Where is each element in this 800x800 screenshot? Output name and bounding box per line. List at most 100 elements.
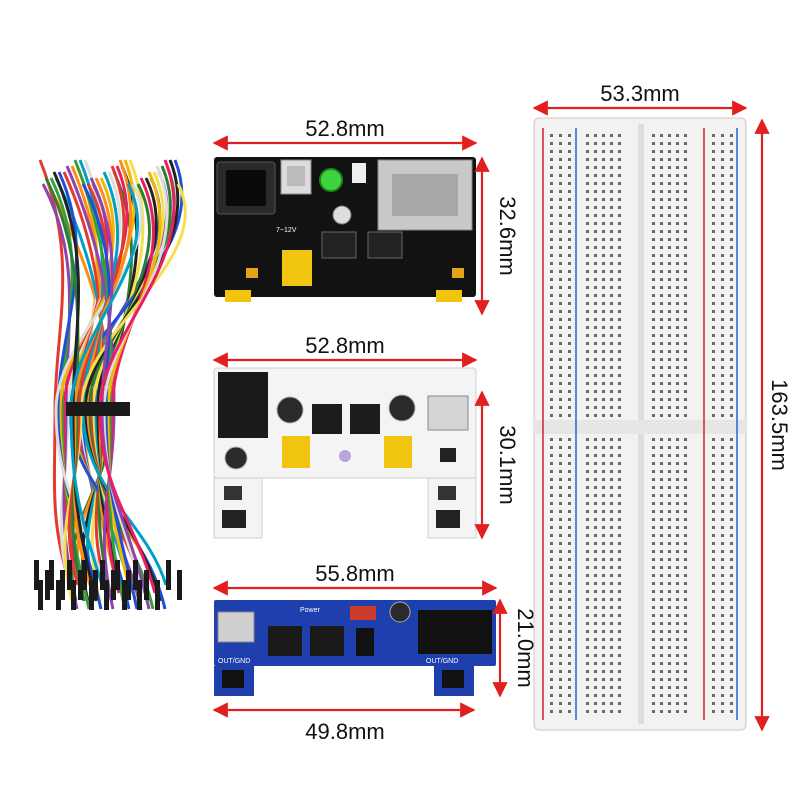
breadboard-hole	[712, 310, 715, 313]
breadboard-hole	[594, 310, 597, 313]
breadboard-hole	[730, 654, 733, 657]
breadboard-hole	[712, 710, 715, 713]
breadboard-hole	[712, 534, 715, 537]
breadboard-hole	[550, 286, 553, 289]
breadboard-hole	[660, 406, 663, 409]
breadboard-hole	[730, 278, 733, 281]
breadboard-hole	[684, 614, 687, 617]
breadboard-hole	[712, 470, 715, 473]
black-power-module: 7~12V	[214, 157, 476, 313]
breadboard-hole	[568, 414, 571, 417]
breadboard-hole	[586, 326, 589, 329]
breadboard-hole	[684, 278, 687, 281]
breadboard-hole	[660, 190, 663, 193]
breadboard-hole	[610, 542, 613, 545]
breadboard-hole	[721, 662, 724, 665]
breadboard-hole	[568, 222, 571, 225]
breadboard-hole	[684, 310, 687, 313]
breadboard-hole	[721, 342, 724, 345]
breadboard-hole	[730, 542, 733, 545]
breadboard-hole	[594, 590, 597, 593]
breadboard-hole	[586, 686, 589, 689]
breadboard-hole	[660, 574, 663, 577]
breadboard-hole	[594, 518, 597, 521]
breadboard-hole	[730, 174, 733, 177]
breadboard-hole	[559, 582, 562, 585]
breadboard-hole	[668, 678, 671, 681]
breadboard-hole	[550, 590, 553, 593]
breadboard-hole	[712, 342, 715, 345]
breadboard-hole	[602, 142, 605, 145]
breadboard-hole	[618, 142, 621, 145]
breadboard-hole	[712, 550, 715, 553]
breadboard-hole	[568, 710, 571, 713]
breadboard-hole	[684, 374, 687, 377]
breadboard-hole	[668, 142, 671, 145]
breadboard-hole	[730, 262, 733, 265]
breadboard-hole	[730, 574, 733, 577]
breadboard-hole	[712, 246, 715, 249]
breadboard-hole	[618, 494, 621, 497]
breadboard-hole	[660, 438, 663, 441]
breadboard-hole	[730, 190, 733, 193]
breadboard-hole	[602, 534, 605, 537]
breadboard-hole	[602, 446, 605, 449]
breadboard-holes	[550, 134, 733, 713]
breadboard-hole	[559, 574, 562, 577]
breadboard-hole	[730, 206, 733, 209]
breadboard-hole	[652, 438, 655, 441]
breadboard-hole	[568, 302, 571, 305]
breadboard-hole	[712, 318, 715, 321]
breadboard-hole	[712, 590, 715, 593]
breadboard-hole	[676, 582, 679, 585]
breadboard-hole	[660, 694, 663, 697]
breadboard-hole	[712, 134, 715, 137]
breadboard-hole	[610, 198, 613, 201]
breadboard-hole	[730, 446, 733, 449]
breadboard-hole	[652, 566, 655, 569]
breadboard-hole	[668, 294, 671, 297]
breadboard-hole	[712, 278, 715, 281]
breadboard-hole	[668, 566, 671, 569]
breadboard-hole	[676, 598, 679, 601]
breadboard-hole	[602, 206, 605, 209]
breadboard-hole	[660, 670, 663, 673]
breadboard-hole	[668, 366, 671, 369]
breadboard-hole	[668, 286, 671, 289]
breadboard-hole	[610, 398, 613, 401]
breadboard-hole	[602, 294, 605, 297]
breadboard-hole	[610, 302, 613, 305]
breadboard-hole	[721, 278, 724, 281]
breadboard-hole	[568, 486, 571, 489]
breadboard-hole	[684, 398, 687, 401]
breadboard-hole	[594, 462, 597, 465]
breadboard-hole	[660, 686, 663, 689]
breadboard-hole	[594, 526, 597, 529]
breadboard-hole	[586, 134, 589, 137]
breadboard-hole	[610, 310, 613, 313]
breadboard-hole	[618, 454, 621, 457]
breadboard-hole	[676, 398, 679, 401]
breadboard-hole	[610, 142, 613, 145]
breadboard-hole	[712, 382, 715, 385]
breadboard-hole	[676, 558, 679, 561]
breadboard-hole	[594, 542, 597, 545]
breadboard-hole	[684, 598, 687, 601]
breadboard-hole	[568, 254, 571, 257]
breadboard-hole	[610, 678, 613, 681]
breadboard-hole	[610, 150, 613, 153]
breadboard-hole	[618, 438, 621, 441]
breadboard-hole	[676, 710, 679, 713]
breadboard-hole	[652, 238, 655, 241]
breadboard-hole	[586, 382, 589, 385]
jumper-wire-pin	[56, 580, 61, 610]
breadboard-hole	[668, 590, 671, 593]
breadboard-hole	[586, 350, 589, 353]
breadboard-hole	[594, 606, 597, 609]
breadboard-hole	[668, 582, 671, 585]
breadboard-hole	[652, 470, 655, 473]
breadboard-hole	[586, 198, 589, 201]
breadboard-hole	[594, 158, 597, 161]
